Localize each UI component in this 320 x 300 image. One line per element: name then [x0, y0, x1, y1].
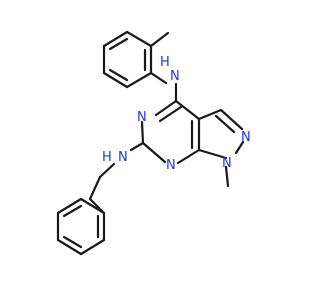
- pyrimidine-ring: [140, 99, 201, 165]
- atom-ring-n-left: N: [137, 110, 147, 125]
- tolyl-ring: [102, 30, 153, 89]
- structure-canvas: N H N N N N N H: [56, 30, 251, 256]
- bond-tolyl-nh: [149, 71, 168, 85]
- bond-ch2-ch2: [88, 175, 102, 201]
- atom-nh-lower-h: H: [102, 150, 112, 165]
- phenyl-ring: [56, 197, 106, 256]
- atom-ring-n-bottom: N: [166, 158, 176, 173]
- atom-nh-upper-h: H: [160, 55, 170, 70]
- methyl-bond-tolyl: [149, 31, 170, 48]
- pyrazole-ring: [197, 108, 245, 160]
- molecule-drawing: N H N N N N N H: [56, 30, 251, 256]
- atom-pyrazole-n-top: N: [241, 130, 251, 145]
- atom-nh-lower-n: N: [118, 150, 128, 165]
- bond-c6-nh: [129, 141, 145, 152]
- methyl-bond-pyrazole: [224, 165, 230, 188]
- atom-nh-upper-n: N: [170, 69, 180, 84]
- atom-pyrazole-n-methyl: N: [222, 156, 232, 171]
- bond-nh-ch2: [98, 162, 116, 179]
